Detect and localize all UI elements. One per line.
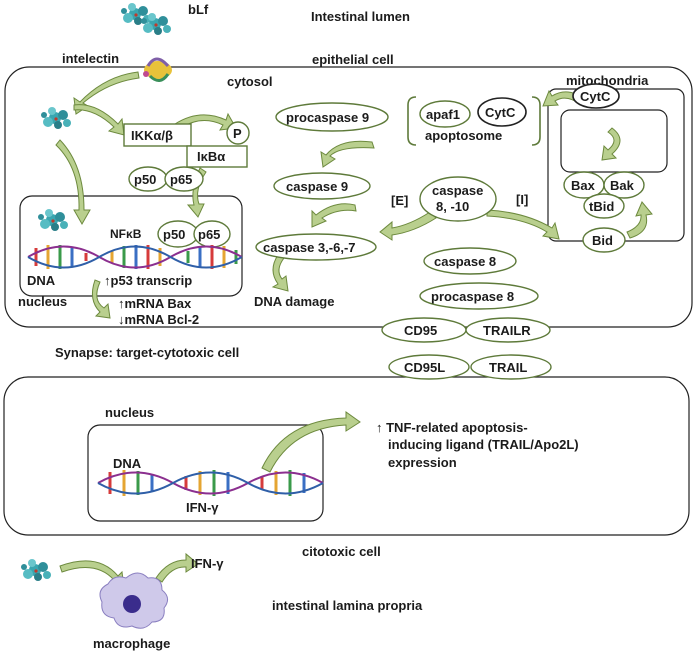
nuclear-p50-node: p50: [157, 220, 199, 248]
synapse-label: Synapse: target-cytotoxic cell: [55, 345, 239, 360]
cytosol-label: cytosol: [227, 74, 273, 89]
intrinsic-marker: [I]: [516, 192, 528, 207]
ikba-node: IκBα: [186, 145, 248, 168]
lamina-propria-label: intestinal lamina propria: [272, 598, 423, 613]
apoptosome-complex: apaf1 CytC apoptosome: [407, 96, 541, 146]
blf-label: bLf: [188, 2, 209, 17]
p53-transcription-label: ↑p53 transcrip: [104, 273, 192, 288]
intelectin-label: intelectin: [62, 51, 119, 66]
apoptosome-label: apoptosome: [425, 128, 502, 143]
svg-text:8, -10: 8, -10: [436, 199, 469, 214]
arrow-bid-to-tbid: [626, 201, 653, 239]
epithelial-nucleus-label: nucleus: [18, 294, 67, 309]
dna-damage-label: DNA damage: [254, 294, 334, 309]
svg-text:p50: p50: [134, 172, 156, 187]
arrow-dna-to-mrna: [91, 279, 111, 319]
arrow-blf-to-nucleus: [55, 139, 91, 226]
svg-text:Bax: Bax: [571, 178, 596, 193]
caspase367-node: caspase 3,-6,-7: [255, 233, 377, 261]
blf-protein-icon: [21, 559, 51, 581]
arrow-dna-to-trail-expression: [261, 411, 361, 473]
cytotoxic-cell-label: citotoxic cell: [302, 544, 381, 559]
svg-text:CD95: CD95: [404, 323, 437, 338]
svg-text:CD95L: CD95L: [404, 360, 445, 375]
phosphate-node: P: [226, 121, 250, 145]
svg-text:procaspase 9: procaspase 9: [286, 110, 369, 125]
mito-cytc-node: CytC: [572, 83, 620, 109]
extrinsic-marker: [E]: [391, 193, 408, 208]
svg-text:caspase: caspase: [432, 183, 483, 198]
svg-text:IKKα/β: IKKα/β: [131, 128, 173, 143]
svg-text:caspase 3,-6,-7: caspase 3,-6,-7: [263, 240, 356, 255]
arrow-caspase367-to-dna-damage: [271, 254, 289, 292]
trail-expression-line2: inducing ligand (TRAIL/Apo2L): [388, 437, 579, 452]
arrow-caspase9-to-caspase367: [311, 203, 357, 228]
mrna-bax-label: ↑mRNA Bax: [118, 296, 192, 311]
macrophage-icon: [99, 572, 168, 629]
cytotoxic-cell-membrane: [3, 376, 690, 536]
arrow-caspase810-to-bid: [486, 209, 560, 240]
blf-protein-icon: [41, 107, 71, 129]
svg-text:procaspase 8: procaspase 8: [431, 289, 514, 304]
blf-protein-icon: [38, 209, 68, 231]
dna-label: DNA: [27, 273, 56, 288]
nuclear-p65-node: p65: [193, 220, 231, 248]
svg-text:P: P: [233, 126, 242, 141]
cytotoxic-dna-helix: [97, 470, 324, 496]
bax-node: Bax: [563, 171, 605, 199]
ifng-label: IFN-γ: [191, 556, 224, 571]
epithelial-cell-membrane: [4, 66, 693, 328]
caspase8-node: caspase 8: [423, 247, 517, 275]
ikk-node: IKKα/β: [123, 123, 192, 147]
trail-ligand: TRAIL: [470, 354, 552, 380]
arrow-caspase810-to-caspase367: [379, 211, 437, 241]
svg-text:CytC: CytC: [580, 89, 611, 104]
apaf1-label: apaf1: [426, 107, 460, 122]
epithelial-cell-label: epithelial cell: [312, 52, 394, 67]
svg-text:tBid: tBid: [589, 199, 614, 214]
cytotoxic-ifng-label: IFN-γ: [186, 500, 219, 515]
cd95-receptor: CD95: [381, 317, 467, 343]
apoptosome-cytc-label: CytC: [485, 105, 516, 120]
p50-node: p50: [128, 166, 168, 192]
cd95l-ligand: CD95L: [388, 354, 470, 380]
mitochondria-inner-box: [560, 109, 668, 173]
caspase9-node: caspase 9: [273, 172, 371, 200]
mrna-bcl2-label: ↓mRNA Bcl-2: [118, 312, 199, 327]
svg-text:p65: p65: [170, 172, 192, 187]
arrow-macrophage-to-ifng: [155, 552, 199, 583]
p65-node: p65: [164, 166, 204, 192]
intestinal-lumen-label: Intestinal lumen: [311, 9, 410, 24]
svg-text:TRAIL: TRAIL: [489, 360, 527, 375]
cytotoxic-nucleus-box: [87, 424, 324, 522]
tbid-node: tBid: [583, 193, 625, 219]
dna-helix: [27, 245, 243, 269]
svg-text:caspase 8: caspase 8: [434, 254, 496, 269]
svg-text:caspase 9: caspase 9: [286, 179, 348, 194]
mitochondria-inner-arrow: [601, 127, 621, 161]
bak-node: Bak: [603, 171, 645, 199]
cytotoxic-dna-label: DNA: [113, 456, 142, 471]
procaspase8-node: procaspase 8: [419, 282, 539, 310]
svg-text:Bak: Bak: [610, 178, 635, 193]
epithelial-nucleus-box: [19, 195, 243, 297]
cytotoxic-nucleus-label: nucleus: [105, 405, 154, 420]
trailr-receptor: TRAILR: [465, 317, 551, 343]
trail-expression-line1: ↑ TNF-related apoptosis-: [376, 420, 528, 435]
caspase810-node: caspase 8, -10: [419, 176, 497, 222]
macrophage-label: macrophage: [93, 636, 170, 651]
svg-text:Bid: Bid: [592, 233, 613, 248]
trail-expression-line3: expression: [388, 455, 457, 470]
nfkb-label: NFκB: [110, 227, 142, 241]
intelectin-icon: [143, 57, 172, 82]
svg-text:p50: p50: [163, 227, 185, 242]
svg-text:IκBα: IκBα: [197, 149, 225, 164]
arrow-procaspase9-to-caspase9: [320, 140, 375, 168]
svg-text:TRAILR: TRAILR: [483, 323, 531, 338]
arrow-blf-to-ikk: [73, 104, 125, 136]
bid-node: Bid: [582, 227, 626, 253]
svg-text:p65: p65: [198, 227, 220, 242]
procaspase9-node: procaspase 9: [275, 102, 389, 132]
